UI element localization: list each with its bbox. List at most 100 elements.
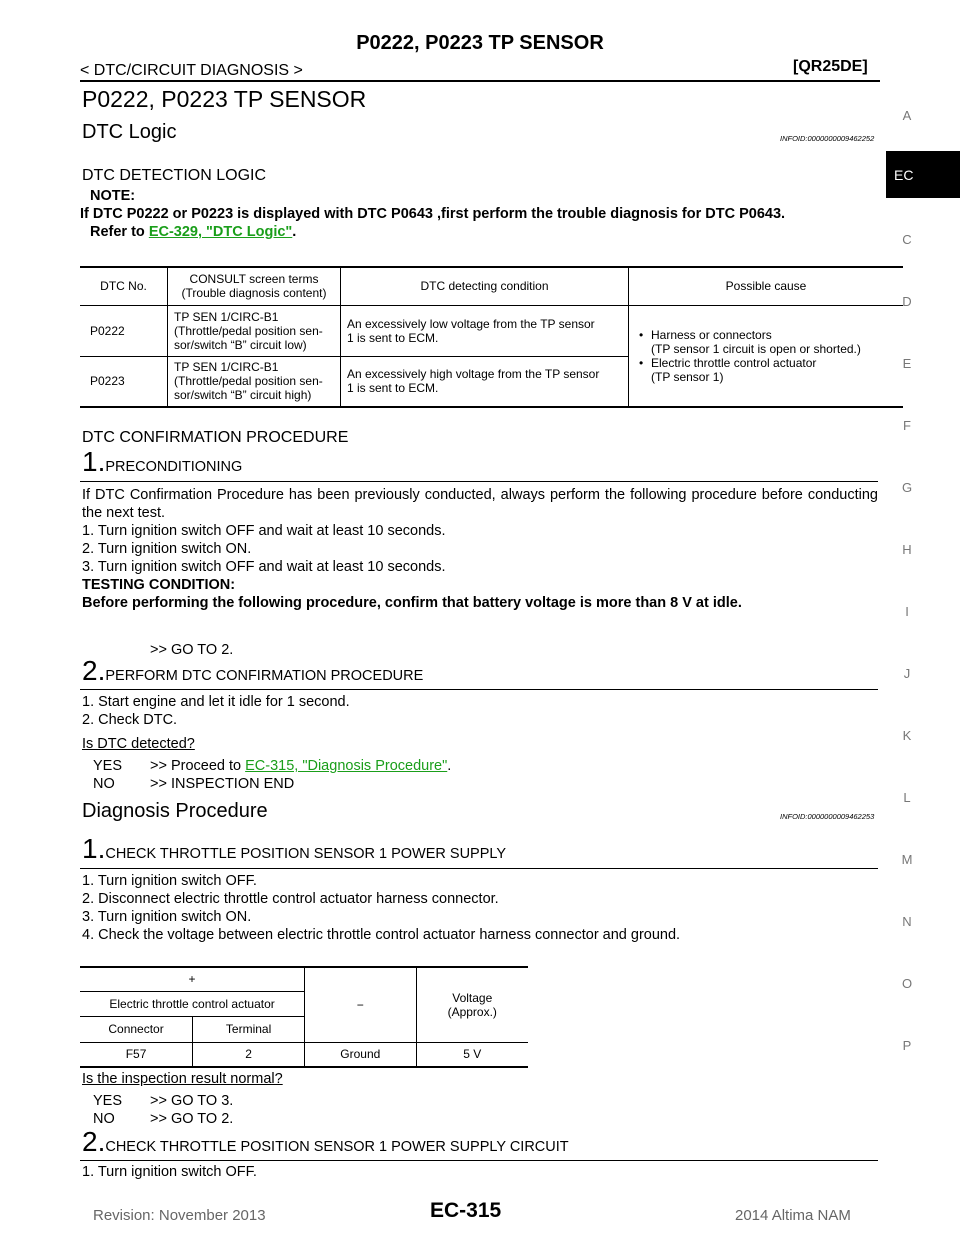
goto-text: >> GO TO 2. bbox=[150, 642, 234, 658]
step-title: PERFORM DTC CONFIRMATION PROCEDURE bbox=[105, 668, 424, 684]
voltage-header: Voltage (Approx.) bbox=[415, 967, 528, 1042]
precondition-intro: If DTC Confirmation Procedure has been p… bbox=[82, 487, 878, 521]
cause-item: Harness or connectors (TP sensor 1 circu… bbox=[635, 328, 897, 356]
dtc-code: P0223 bbox=[90, 374, 125, 389]
step-number: 1. bbox=[82, 833, 106, 864]
table-row: P0223 TP SEN 1/CIRC-B1 (Throttle/pedal p… bbox=[80, 356, 903, 407]
step-heading: 2.PERFORM DTC CONFIRMATION PROCEDURE bbox=[82, 655, 423, 687]
side-index-item[interactable]: H bbox=[902, 542, 912, 557]
dtc-condition: An excessively high voltage from the TP … bbox=[340, 356, 629, 407]
confirmation-heading: DTC CONFIRMATION PROCEDURE bbox=[82, 429, 349, 446]
diagnosis-heading: Diagnosis Procedure bbox=[82, 800, 268, 822]
component-header: Electric throttle control actuator bbox=[109, 996, 275, 1011]
diagnosis-procedure-link[interactable]: EC-315, "Diagnosis Procedure" bbox=[245, 758, 448, 774]
connector-header: Connector bbox=[108, 1022, 164, 1036]
dtc-terms: TP SEN 1/CIRC-B1 (Throttle/pedal positio… bbox=[167, 305, 341, 356]
side-index-item[interactable]: P bbox=[902, 1038, 912, 1053]
header-title: P0222, P0223 TP SENSOR bbox=[356, 32, 604, 54]
col-condition: DTC detecting condition bbox=[340, 267, 629, 305]
step-rule bbox=[80, 481, 878, 482]
no-text: >> GO TO 2. bbox=[150, 1111, 234, 1127]
header-rule bbox=[80, 80, 880, 82]
side-index-item[interactable]: N bbox=[902, 914, 912, 929]
terminal-value: 2 bbox=[192, 1042, 305, 1067]
connector-value: F57 bbox=[125, 1047, 147, 1062]
step-title: CHECK THROTTLE POSITION SENSOR 1 POWER S… bbox=[105, 1139, 569, 1155]
diagnosis-item: 2. Disconnect electric throttle control … bbox=[82, 891, 499, 907]
precondition-item: 3. Turn ignition switch OFF and wait at … bbox=[82, 559, 446, 575]
note-text: If DTC P0222 or P0223 is displayed with … bbox=[80, 206, 786, 222]
step-heading: 1.PRECONDITIONING bbox=[82, 446, 242, 478]
note-refer-suffix: . bbox=[292, 224, 297, 240]
no-label: NO bbox=[93, 1111, 115, 1127]
side-index-active[interactable]: EC bbox=[886, 151, 960, 198]
dtc-logic-infoid: INFOID:0000000009462252 bbox=[780, 134, 875, 143]
testing-condition-label: TESTING CONDITION: bbox=[82, 577, 236, 593]
step-heading: 2.CHECK THROTTLE POSITION SENSOR 1 POWER… bbox=[82, 1126, 569, 1158]
step-title: PRECONDITIONING bbox=[105, 459, 243, 475]
side-index-item[interactable]: D bbox=[902, 294, 912, 309]
side-index-item[interactable]: E bbox=[902, 356, 912, 371]
yes-text: >> Proceed to bbox=[150, 758, 246, 774]
step-rule bbox=[80, 689, 878, 690]
side-index-item[interactable]: A bbox=[902, 108, 912, 123]
step-rule bbox=[80, 868, 878, 869]
plus-header: + bbox=[188, 972, 196, 987]
footer-page-number: EC-315 bbox=[430, 1199, 502, 1222]
col-dtc-no: DTC No. bbox=[100, 279, 147, 294]
step-title: CHECK THROTTLE POSITION SENSOR 1 POWER S… bbox=[105, 846, 507, 862]
dtc-terms: TP SEN 1/CIRC-B1 (Throttle/pedal positio… bbox=[167, 356, 341, 407]
step-rule bbox=[80, 1160, 878, 1161]
side-index-active-label: EC bbox=[894, 166, 914, 183]
side-index-item[interactable]: C bbox=[902, 232, 912, 247]
question-inspection-normal: Is the inspection result normal? bbox=[82, 1071, 283, 1087]
yes-label: YES bbox=[93, 1093, 123, 1109]
dtc-logic-link[interactable]: EC-329, "DTC Logic" bbox=[148, 224, 293, 240]
footer-model: 2014 Altima NAM bbox=[735, 1207, 851, 1224]
footer-revision: Revision: November 2013 bbox=[93, 1207, 266, 1224]
precondition-item: 1. Turn ignition switch OFF and wait at … bbox=[82, 523, 446, 539]
col-consult-terms: CONSULT screen terms (Trouble diagnosis … bbox=[167, 267, 341, 305]
step-heading: 1.CHECK THROTTLE POSITION SENSOR 1 POWER… bbox=[82, 833, 506, 865]
diagnosis-item: 3. Turn ignition switch ON. bbox=[82, 909, 252, 925]
dtc-condition: An excessively low voltage from the TP s… bbox=[340, 305, 629, 356]
note-label: NOTE: bbox=[90, 188, 136, 204]
side-index-item[interactable]: J bbox=[903, 666, 911, 681]
possible-causes: Harness or connectors (TP sensor 1 circu… bbox=[628, 305, 903, 407]
procedure-item: 1. Start engine and let it idle for 1 se… bbox=[82, 694, 350, 710]
col-possible-cause: Possible cause bbox=[628, 267, 903, 305]
dtc-code: P0222 bbox=[90, 323, 125, 338]
note-refer-prefix: Refer to bbox=[90, 224, 149, 240]
yes-suffix: . bbox=[447, 758, 452, 774]
header-section: < DTC/CIRCUIT DIAGNOSIS > bbox=[80, 62, 303, 79]
cause-item: Electric throttle control actuator (TP s… bbox=[635, 356, 897, 384]
header-engine: [QR25DE] bbox=[793, 58, 868, 75]
step-number: 2. bbox=[82, 1126, 106, 1157]
side-index-item[interactable]: L bbox=[903, 790, 911, 805]
dtc-logic-heading: DTC Logic bbox=[82, 121, 177, 143]
no-text: >> INSPECTION END bbox=[150, 776, 295, 792]
side-index-item[interactable]: K bbox=[902, 728, 912, 743]
side-index-item[interactable]: F bbox=[903, 418, 911, 433]
side-index-item[interactable]: G bbox=[901, 480, 913, 495]
diagnosis-item: 1. Turn ignition switch OFF. bbox=[82, 1164, 257, 1180]
yes-text: >> GO TO 3. bbox=[150, 1093, 234, 1109]
page-title: P0222, P0223 TP SENSOR bbox=[82, 86, 367, 112]
yes-label: YES bbox=[93, 758, 123, 774]
table-row: P0222 TP SEN 1/CIRC-B1 (Throttle/pedal p… bbox=[80, 305, 903, 407]
diagnosis-item: 1. Turn ignition switch OFF. bbox=[82, 873, 257, 889]
procedure-item: 2. Check DTC. bbox=[82, 712, 178, 728]
diagnosis-item: 4. Check the voltage between electric th… bbox=[82, 927, 681, 943]
side-index-item[interactable]: I bbox=[905, 604, 909, 619]
side-index-item[interactable]: M bbox=[901, 852, 913, 867]
no-label: NO bbox=[93, 776, 115, 792]
minus-header: − bbox=[304, 967, 417, 1042]
testing-condition-text: Before performing the following procedur… bbox=[82, 595, 742, 611]
question-dtc-detected: Is DTC detected? bbox=[82, 736, 195, 752]
diagnosis-infoid: INFOID:0000000009462253 bbox=[780, 812, 875, 821]
voltage-table: + − Voltage (Approx.) Electric throttle … bbox=[80, 966, 528, 1068]
detection-logic-heading: DTC DETECTION LOGIC bbox=[82, 167, 267, 184]
side-index-item[interactable]: O bbox=[901, 976, 913, 991]
terminal-header: Terminal bbox=[192, 1016, 305, 1042]
minus-value: Ground bbox=[304, 1042, 417, 1067]
